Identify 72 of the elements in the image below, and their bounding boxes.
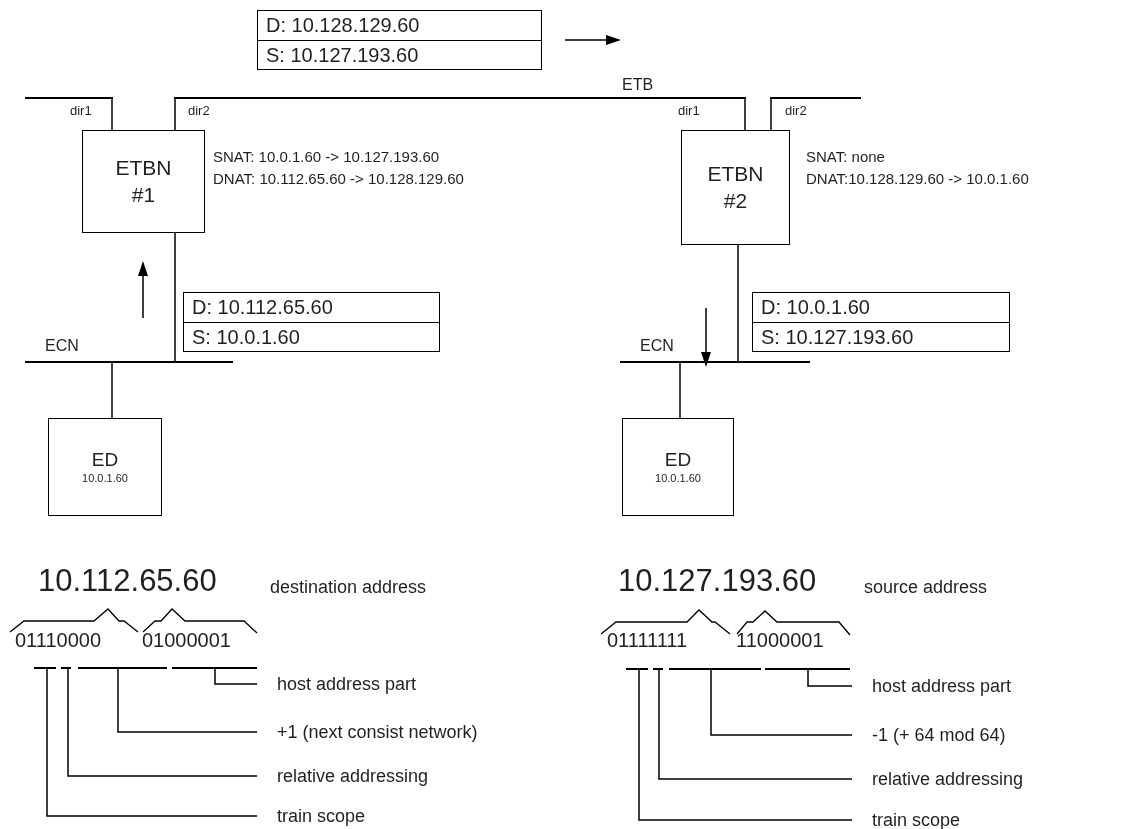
annotation-label: train scope <box>277 804 366 828</box>
node-name: ETBN #1 <box>114 155 173 208</box>
address-caption: destination address <box>270 578 427 596</box>
bus-line <box>25 97 113 99</box>
connector-line <box>744 98 746 131</box>
binary-octet: 01110000 <box>15 630 101 650</box>
connector-line <box>174 232 176 362</box>
port-label: dir2 <box>785 104 807 117</box>
nat-rule: DNAT:10.128.129.60 -> 10.0.1.60 <box>806 169 1029 189</box>
annotation-label: host address part <box>872 674 1012 698</box>
address-caption: source address <box>864 578 988 596</box>
bus-line <box>25 361 233 363</box>
device-box <box>48 418 162 516</box>
nat-rule: SNAT: 10.0.1.60 -> 10.127.193.60 <box>213 147 441 167</box>
connector-line <box>679 362 681 419</box>
connector-line <box>770 98 772 131</box>
bus-line <box>669 668 761 670</box>
binary-octet: 01000001 <box>142 630 231 650</box>
device-address: 10.0.1.60 <box>82 472 128 486</box>
connector-line <box>174 98 176 131</box>
ip-address: 10.112.65.60 <box>38 565 217 596</box>
header-field: S: 10.127.193.60 <box>258 40 541 70</box>
node-box <box>681 130 790 245</box>
nat-rule: DNAT: 10.112.65.60 -> 10.128.129.60 <box>213 169 464 189</box>
header-field: D: 10.112.65.60 <box>184 293 439 322</box>
bus-line <box>174 97 746 99</box>
device-name: ED <box>91 448 119 472</box>
packet-header-box <box>183 292 440 352</box>
device-name: ED <box>664 448 692 472</box>
ip-address: 10.127.193.60 <box>618 565 817 596</box>
header-field: S: 10.127.193.60 <box>753 322 1009 352</box>
leader-line <box>807 669 853 687</box>
leader-line <box>710 669 853 736</box>
bus-line <box>770 97 861 99</box>
leader-line <box>67 668 258 777</box>
binary-octet: 01111111 <box>607 630 688 650</box>
packet-header-box <box>257 10 542 70</box>
nat-rule: SNAT: none <box>806 147 886 167</box>
connector-line <box>737 244 739 362</box>
port-label: dir1 <box>70 104 92 117</box>
bus-line <box>34 667 56 669</box>
node-name: ETBN #2 <box>706 161 765 214</box>
header-field: S: 10.0.1.60 <box>184 322 439 352</box>
device-box <box>622 418 734 516</box>
header-field: D: 10.128.129.60 <box>258 11 541 40</box>
annotation-label: relative addressing <box>872 767 1024 791</box>
port-label: dir1 <box>678 104 700 117</box>
leader-line <box>638 669 853 821</box>
annotation-label: relative addressing <box>277 764 429 788</box>
bus-line <box>765 668 850 670</box>
connector-line <box>111 98 113 131</box>
packet-header-box <box>752 292 1010 352</box>
device-address: 10.0.1.60 <box>655 472 701 486</box>
bus-label: ETB <box>622 77 654 93</box>
bus-label: ECN <box>45 338 79 354</box>
binary-octet: 11000001 <box>736 630 824 650</box>
port-label: dir2 <box>188 104 210 117</box>
bus-line <box>626 668 648 670</box>
annotation-label: -1 (+ 64 mod 64) <box>872 723 1006 747</box>
leader-line <box>117 668 258 733</box>
bus-line <box>78 667 167 669</box>
bus-line <box>172 667 257 669</box>
header-field: D: 10.0.1.60 <box>753 293 1009 322</box>
annotation-label: +1 (next consist network) <box>277 720 478 744</box>
connector-line <box>111 362 113 419</box>
annotation-label: host address part <box>277 672 417 696</box>
bus-label: ECN <box>640 338 674 354</box>
leader-line <box>46 668 258 817</box>
node-box <box>82 130 205 233</box>
annotation-label: train scope <box>872 808 961 829</box>
leader-line <box>214 668 258 685</box>
leader-line <box>658 669 853 780</box>
